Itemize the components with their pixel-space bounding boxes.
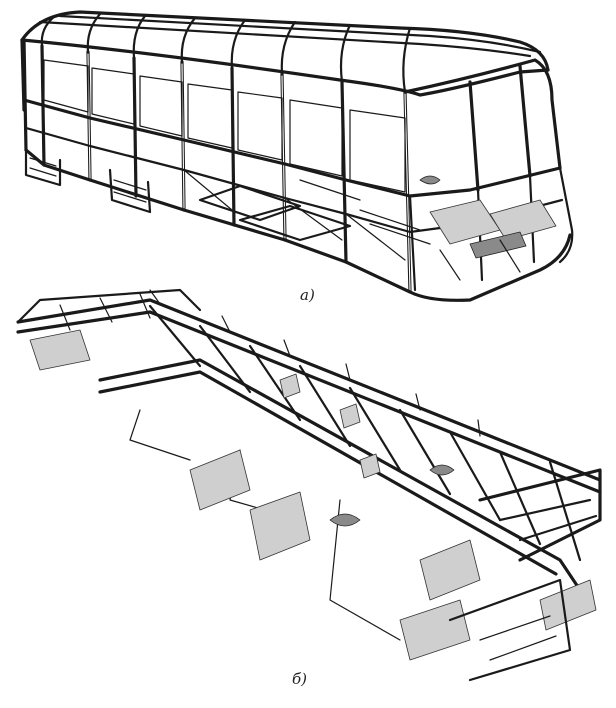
- gussets: [279, 373, 381, 479]
- side-bracing: [183, 169, 406, 261]
- floor-crossmembers: [198, 175, 441, 245]
- side-pillars: [22, 38, 412, 294]
- label-a: а): [300, 286, 315, 304]
- bus-body-frame-drawing: [20, 10, 574, 302]
- rear-end-structure: [16, 288, 202, 371]
- belt-rail: [22, 98, 562, 198]
- front-windshield-frame: [403, 58, 562, 192]
- window-frames: [43, 59, 406, 193]
- longitudinal-member-right-lower: [98, 370, 558, 576]
- front-end-structure: [448, 468, 602, 682]
- roof-rail-2: [58, 14, 542, 54]
- label-b: б): [292, 670, 307, 688]
- longitudinal-member-right: [98, 358, 582, 592]
- roof-side-rail: [20, 38, 550, 112]
- rear-lower-frame: [24, 148, 152, 214]
- longitudinal-member-left: [16, 298, 602, 482]
- roof-outline: [20, 10, 550, 72]
- roof-rail-1: [38, 20, 532, 58]
- chassis-crossmembers: [148, 304, 582, 562]
- chassis-frame-drawing: [16, 288, 602, 682]
- floor-rail: [24, 148, 572, 302]
- roof-bows: [40, 12, 412, 94]
- longitudinal-member-left-lower: [16, 310, 602, 494]
- front-chassis-detail: [429, 199, 557, 281]
- suspension-brackets: [189, 449, 481, 661]
